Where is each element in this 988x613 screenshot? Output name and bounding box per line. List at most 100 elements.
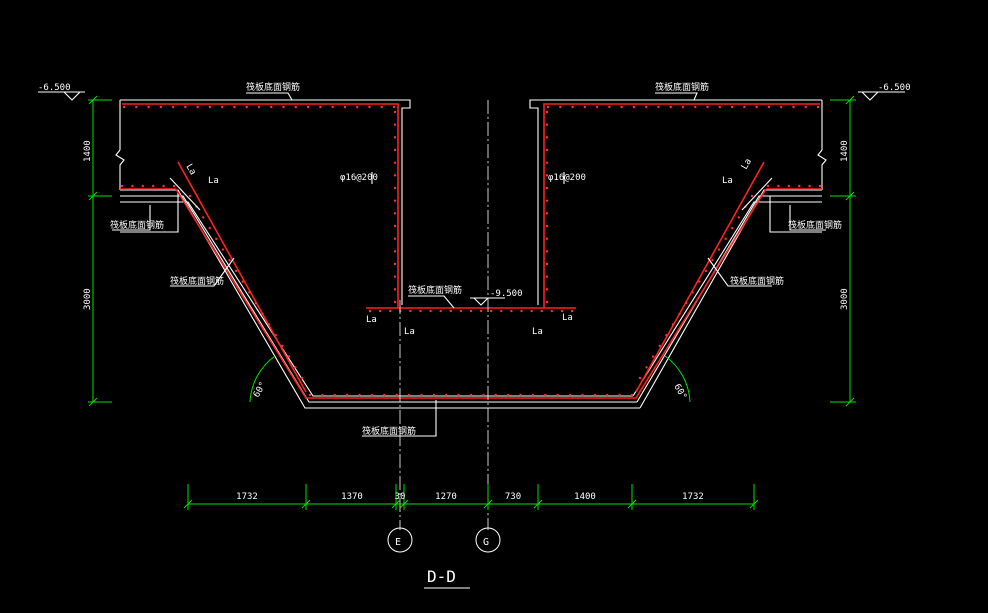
note-side-right: 筏板底面钢筋	[788, 219, 842, 231]
rebar-dot	[645, 366, 648, 369]
rebar-dot	[731, 226, 734, 230]
rebar-dot	[545, 288, 549, 291]
dim-vertical-lower-right: 3000	[840, 288, 850, 310]
rebar-dot	[281, 344, 284, 348]
rebar-dot	[545, 186, 549, 190]
rebar-dot	[171, 105, 175, 109]
section-title: D-D	[427, 567, 456, 586]
bottom-dimension-label: 1370	[341, 492, 363, 502]
rebar-dot	[766, 184, 770, 188]
rebar-dot	[393, 212, 397, 215]
rebar-dot	[816, 105, 820, 109]
rebar-dot	[420, 393, 423, 397]
rebar-dot	[556, 393, 559, 397]
rebar-dot	[457, 393, 460, 397]
rebar-dot	[234, 269, 238, 273]
rebar-dot	[343, 105, 347, 109]
rebar-dot	[706, 105, 709, 109]
rebar-dot	[669, 105, 672, 109]
rebar-dot	[545, 174, 549, 177]
rebar-dot	[494, 393, 497, 397]
rebar-dot	[711, 259, 714, 262]
rebar-dot	[550, 309, 553, 313]
note-slope-left: 筏板底面钢筋	[170, 275, 224, 287]
rebar-dot	[245, 105, 248, 109]
lap-label-center-2: La	[404, 327, 415, 337]
rebar-dot	[490, 309, 493, 313]
rebar-dot	[159, 105, 163, 109]
pit-outline	[115, 99, 827, 409]
rebar-dot	[779, 105, 783, 109]
dim-slash	[301, 499, 311, 509]
dim-slash	[183, 499, 193, 509]
rebar-dot	[393, 174, 397, 177]
rebar-dot	[306, 105, 310, 109]
note-center: 筏板底面钢筋	[408, 284, 462, 296]
rebar-dot	[429, 309, 432, 313]
note-side-left: 筏板底面钢筋	[110, 219, 164, 231]
rebar-dot	[393, 148, 397, 152]
rebar-dot	[767, 105, 771, 109]
rebar-dot	[510, 309, 513, 313]
rebar-dot	[201, 216, 205, 219]
rebar-dot	[172, 184, 176, 188]
elevation-left-label: -6.500	[38, 83, 71, 93]
rebar-dot	[678, 312, 681, 315]
rebar-dot	[393, 224, 397, 228]
rebar-dot	[644, 105, 648, 109]
rebar-dot	[300, 376, 304, 380]
rebar-dot	[691, 291, 694, 294]
note-bottom: 筏板底面钢筋	[362, 425, 416, 437]
rebar-dot	[419, 309, 422, 313]
bar-label-right: φ16@200	[548, 173, 586, 183]
rebar-dot	[393, 288, 397, 291]
rebar-dot	[274, 333, 277, 337]
rebar-dot	[267, 323, 271, 326]
rebar-dot	[257, 105, 261, 109]
rebar-dot	[395, 393, 398, 397]
bottom-dimension-label: 730	[505, 492, 521, 502]
rebar-dot	[545, 262, 549, 266]
rebar-dot	[568, 393, 572, 397]
rebar-dot	[545, 110, 549, 114]
rebar-dot	[506, 393, 510, 397]
rebar-dot	[606, 393, 609, 397]
rebar-dot	[560, 309, 564, 313]
rebar-dot	[671, 323, 675, 326]
rebar-dot	[545, 224, 549, 228]
rebar-dot	[131, 184, 134, 188]
rebar-dot	[583, 105, 587, 109]
rebar-dot	[368, 105, 371, 109]
rebar-dot	[393, 199, 397, 202]
rebar-dot	[559, 105, 562, 109]
rebar-dot	[370, 393, 374, 397]
note-top-right: 筏板底面钢筋	[655, 81, 709, 93]
elevation-center-label: -9.500	[490, 289, 523, 299]
rebar-dot	[221, 248, 225, 251]
lap-label-center-4: La	[562, 313, 573, 323]
rebar-dot	[571, 105, 574, 109]
rebar-dot	[632, 105, 636, 109]
dim-slash	[391, 499, 401, 509]
lap-label-right-slope: La	[740, 157, 754, 171]
axis-label-g: G	[483, 537, 489, 548]
rebar-dot	[482, 393, 485, 397]
rebar-dot	[724, 237, 727, 241]
rebar-dot	[208, 105, 212, 109]
rebar-dot	[595, 105, 599, 109]
rebar-dot	[120, 184, 124, 188]
leader-lines	[112, 92, 826, 437]
dim-vertical-upper-right: 1400	[840, 140, 850, 162]
lap-label-center-1: La	[366, 315, 377, 325]
dim-slash	[533, 499, 543, 509]
elevation-markers	[38, 91, 905, 306]
rebar-dot	[804, 105, 807, 109]
rebar-dot	[393, 110, 397, 114]
dimension-lines	[88, 95, 856, 589]
rebar-lines	[120, 103, 822, 399]
rebar-dot	[287, 355, 291, 358]
rebar-dot	[658, 344, 661, 348]
rebar-dot	[545, 161, 549, 164]
rebar-dot	[331, 105, 334, 109]
rebar-dot	[392, 105, 396, 109]
